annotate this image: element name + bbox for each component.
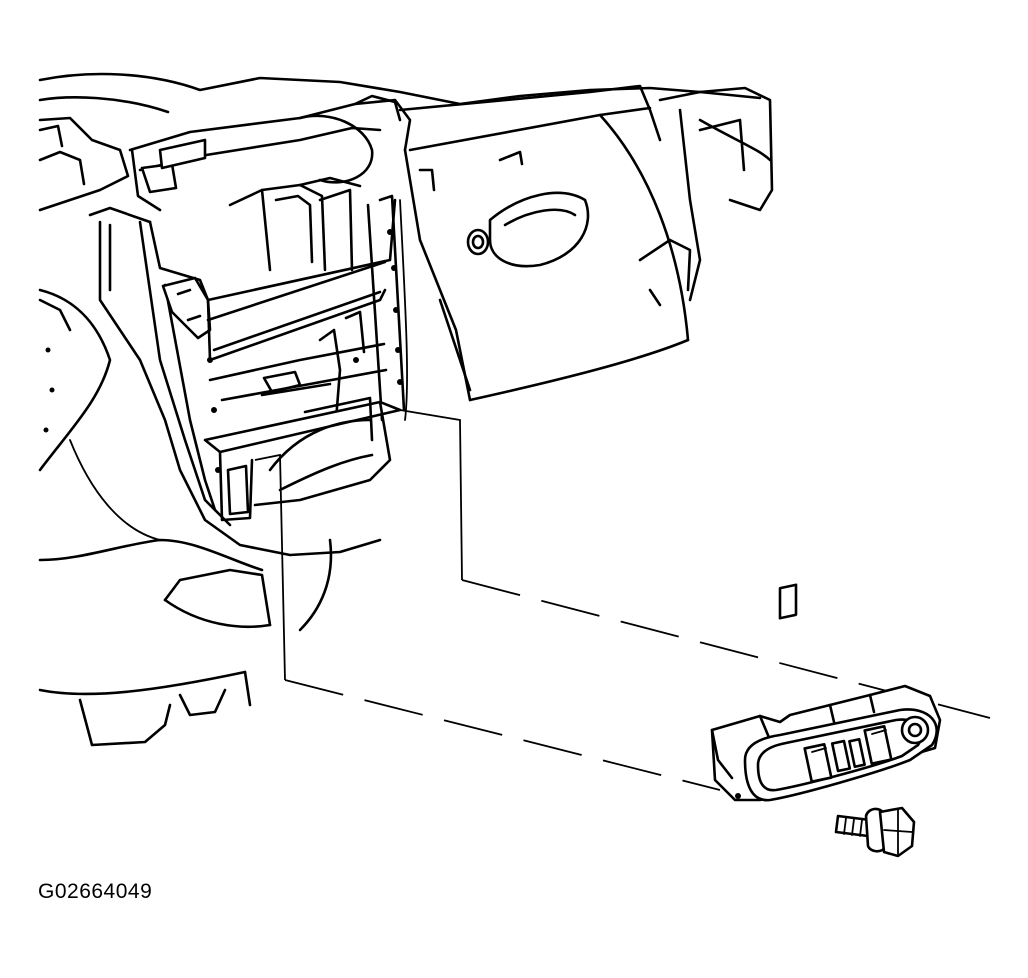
- fastener-bolt: [834, 806, 916, 858]
- lock-switch: [900, 715, 930, 745]
- window-switches: [778, 583, 893, 784]
- side-holes: [43, 347, 55, 433]
- switch-assembly: [710, 583, 942, 802]
- figure-id-label: G02664049: [38, 880, 153, 903]
- instrument-panel: [38, 72, 774, 747]
